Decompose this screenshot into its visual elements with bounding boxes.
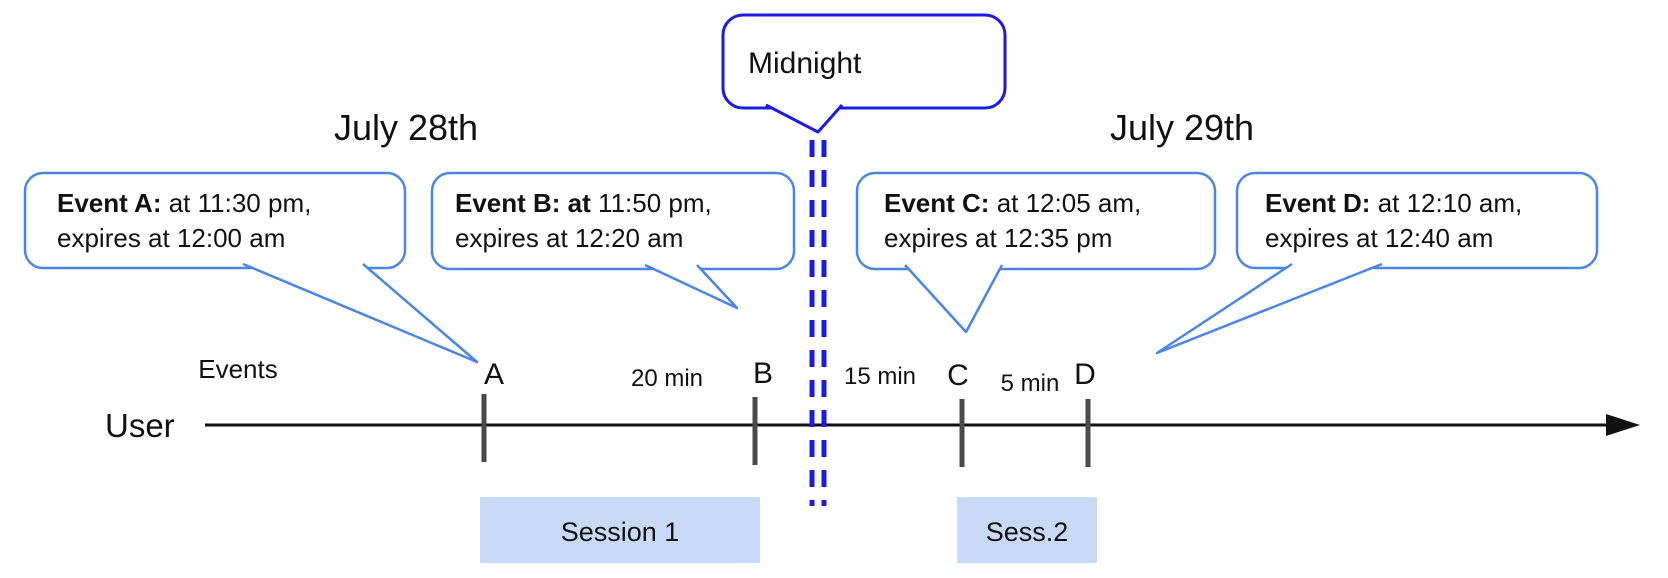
event-c-title: Event C:: [884, 188, 989, 218]
midnight-callout-box: [721, 13, 1007, 110]
event-d-box: [1235, 171, 1599, 270]
event-d-line2: expires at 12:40 am: [1265, 223, 1493, 253]
event-b-tail: [644, 263, 739, 310]
session-2-label: Sess.2: [986, 517, 1069, 547]
session-1-label: Session 1: [561, 517, 680, 547]
event-b-line1: Event B: at 11:50 pm,: [455, 188, 712, 218]
timeline-arrowhead-icon: [1606, 414, 1640, 436]
midnight-callout-tail: [765, 103, 844, 134]
event-c-time: at 12:05 am,: [989, 188, 1141, 218]
event-d-line1: Event D: at 12:10 am,: [1265, 188, 1522, 218]
interval-20min: 20 min: [631, 365, 703, 392]
event-a-line2: expires at 12:00 am: [57, 223, 285, 253]
interval-15min: 15 min: [844, 363, 916, 390]
interval-5min: 5 min: [1001, 370, 1060, 397]
session-1-box: [480, 497, 760, 563]
event-c-callout: Event C: at 12:05 am, expires at 12:35 p…: [855, 171, 1217, 334]
user-row-label: User: [105, 407, 175, 444]
midnight-callout-text: Midnight: [748, 47, 862, 80]
tick-label-b: B: [753, 357, 773, 390]
midnight-callout: Midnight: [721, 13, 1007, 134]
event-a-time: at 11:30 pm,: [162, 188, 312, 218]
date-july-29: July 29th: [1110, 107, 1254, 148]
event-c-tail: [904, 264, 1004, 334]
event-b-callout: Event B: at 11:50 pm, expires at 12:20 a…: [430, 171, 796, 310]
event-a-title: Event A:: [57, 188, 162, 218]
event-a-box: [23, 171, 407, 270]
event-d-title: Event D:: [1265, 188, 1370, 218]
event-c-line1: Event C: at 12:05 am,: [884, 188, 1141, 218]
tick-label-a: A: [484, 358, 504, 391]
event-d-time: at 12:10 am,: [1370, 188, 1522, 218]
event-b-line2: expires at 12:20 am: [455, 223, 683, 253]
event-c-box: [855, 171, 1217, 271]
event-b-time: 11:50 pm,: [591, 188, 712, 218]
events-row-label: Events: [198, 354, 278, 384]
session-2-box: [957, 497, 1097, 563]
date-july-28: July 28th: [334, 107, 478, 148]
event-d-tail: [1155, 262, 1383, 355]
event-a-tail: [242, 262, 479, 364]
event-b-title: Event B: at: [455, 188, 591, 218]
tick-label-d: D: [1074, 358, 1096, 391]
event-c-line2: expires at 12:35 pm: [884, 223, 1112, 253]
event-b-box: [430, 171, 796, 271]
tick-label-c: C: [947, 359, 969, 392]
event-d-callout: Event D: at 12:10 am, expires at 12:40 a…: [1155, 171, 1599, 355]
event-a-line1: Event A: at 11:30 pm,: [57, 188, 311, 218]
event-a-callout: Event A: at 11:30 pm, expires at 12:00 a…: [23, 171, 479, 364]
